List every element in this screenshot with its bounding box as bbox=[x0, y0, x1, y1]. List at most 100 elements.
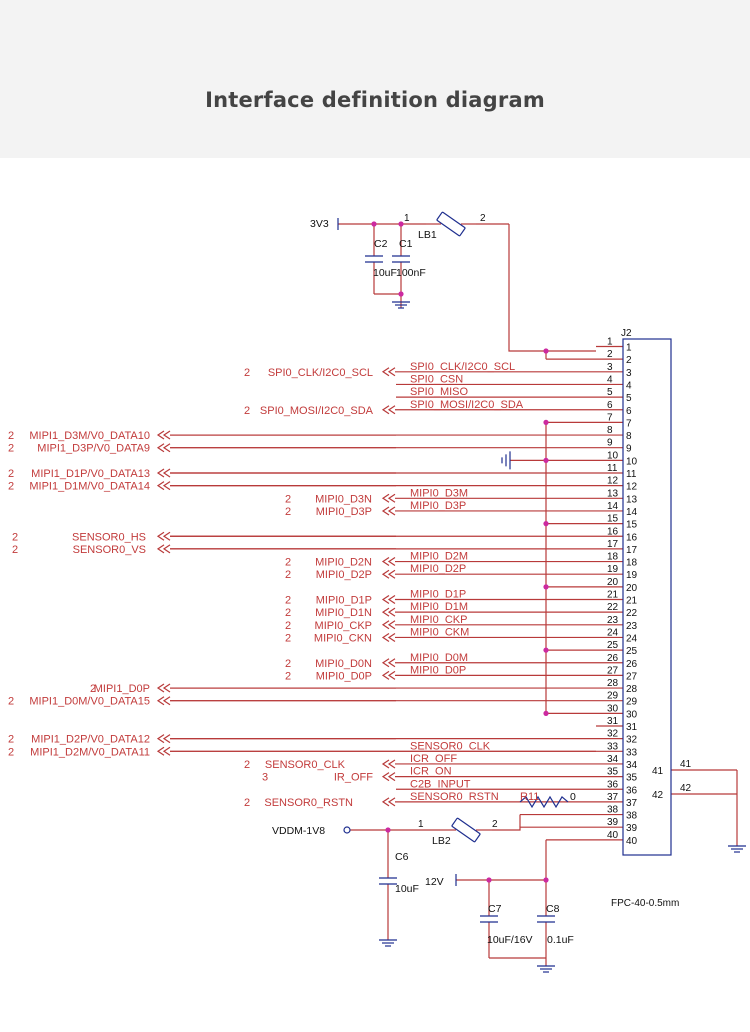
offpage-arrow bbox=[387, 632, 396, 642]
offpage-label: MIPI1_D1P/V0_DATA13 bbox=[31, 468, 150, 480]
net-label: MIPI0_D3M bbox=[410, 487, 468, 499]
labels: J2FPC-40-0.5mm112233SPI0_CLK/I2C0_SCL44S… bbox=[8, 213, 692, 946]
pin-number: 25 bbox=[607, 640, 619, 651]
pin-number: 12 bbox=[607, 476, 619, 487]
net-label: SPI0_MISO bbox=[410, 386, 469, 398]
offpage-label: SENSOR0_HS bbox=[72, 531, 146, 543]
connector-package: FPC-40-0.5mm bbox=[611, 898, 679, 909]
offpage-arrow bbox=[387, 557, 396, 567]
offpage-arrow bbox=[381, 797, 390, 807]
pin-number: 1 bbox=[607, 337, 613, 348]
resistor-r11 bbox=[519, 795, 569, 809]
junction-dot bbox=[543, 521, 549, 527]
offpage-sheet: 2 bbox=[244, 759, 250, 771]
pin-number-inner: 20 bbox=[626, 583, 638, 594]
pin-number-inner: 31 bbox=[626, 722, 638, 733]
net-label: C2B_INPUT bbox=[410, 778, 471, 790]
power-vddm: VDDM-1V8 bbox=[272, 825, 325, 837]
pin-number-inner: 25 bbox=[626, 646, 638, 657]
offpage-arrow bbox=[162, 481, 171, 491]
offpage-arrow bbox=[162, 443, 171, 453]
pin-number: 20 bbox=[607, 577, 619, 588]
pin-number-inner: 22 bbox=[626, 608, 638, 619]
pin-number: 5 bbox=[607, 387, 613, 398]
pin-number-inner: 1 bbox=[626, 343, 632, 354]
lb1-ref: LB1 bbox=[418, 229, 437, 241]
offpage-label: SENSOR0_CLK bbox=[265, 759, 346, 771]
pin-number-inner: 3 bbox=[626, 368, 632, 379]
offpage-label: MIPI0_CKP bbox=[315, 620, 372, 632]
pin-number: 19 bbox=[607, 564, 619, 575]
pin-number: 7 bbox=[607, 412, 613, 423]
pin-number-inner: 5 bbox=[626, 393, 632, 404]
offpage-sheet: 2 bbox=[8, 696, 14, 708]
pin-number-inner: 29 bbox=[626, 697, 638, 708]
offpage-label: MIPI0_D3P bbox=[316, 506, 372, 518]
offpage-arrow bbox=[387, 595, 396, 604]
page-title: Interface definition diagram bbox=[205, 88, 545, 112]
offpage-arrow bbox=[162, 696, 171, 706]
net-label: MIPI0_CKP bbox=[410, 614, 467, 626]
offpage-arrow bbox=[387, 620, 396, 630]
junction-dot bbox=[398, 291, 404, 297]
offpage-arrow bbox=[156, 531, 165, 541]
components bbox=[337, 211, 746, 973]
offpage-arrow bbox=[156, 746, 165, 756]
offpage-arrow bbox=[156, 481, 165, 491]
wires bbox=[156, 223, 738, 966]
offpage-arrow bbox=[156, 696, 165, 706]
offpage-sheet: 2 bbox=[244, 405, 250, 417]
junction-dot bbox=[371, 221, 377, 227]
offpage-arrow bbox=[156, 683, 165, 693]
net-label: MIPI0_CKM bbox=[410, 626, 469, 638]
offpage-arrow bbox=[387, 772, 396, 782]
offpage-sheet: 2 bbox=[90, 683, 96, 695]
pin-number-inner: 9 bbox=[626, 444, 632, 455]
offpage-label: MIPI0_D1N bbox=[315, 607, 372, 619]
pin-number-inner: 2 bbox=[626, 355, 632, 366]
offpage-arrow bbox=[387, 670, 396, 680]
offpage-sheet: 2 bbox=[8, 481, 14, 493]
pin-number-inner: 7 bbox=[626, 418, 632, 429]
offpage-sheet: 2 bbox=[8, 468, 14, 480]
junction-dot bbox=[543, 348, 549, 354]
pin-number-inner: 27 bbox=[626, 671, 638, 682]
connector-ref: J2 bbox=[621, 328, 632, 339]
offpage-label: MIPI1_D2P/V0_DATA12 bbox=[31, 734, 150, 746]
power-12v: 12V bbox=[425, 876, 444, 888]
pin-number-inner: 35 bbox=[626, 773, 638, 784]
pin-number: 31 bbox=[607, 716, 619, 727]
offpage-label: MIPI1_D0M/V0_DATA15 bbox=[29, 696, 150, 708]
ferrite-lb1 bbox=[436, 211, 466, 237]
offpage-label: MIPI0_D2P bbox=[316, 569, 372, 581]
offpage-arrow bbox=[381, 405, 390, 415]
lb1-pin2: 2 bbox=[480, 213, 486, 224]
net-label: SPI0_CSN bbox=[410, 373, 463, 385]
pin-number: 33 bbox=[607, 741, 619, 752]
offpage-arrow bbox=[381, 632, 390, 642]
offpage-arrow bbox=[156, 544, 165, 554]
offpage-arrow bbox=[387, 405, 396, 415]
pin-number-inner: 40 bbox=[626, 836, 638, 847]
pin-number: 30 bbox=[607, 703, 619, 714]
pin-number-inner: 6 bbox=[626, 406, 632, 417]
net-label: ICR_ON bbox=[410, 766, 452, 778]
offpage-arrow bbox=[162, 544, 171, 554]
pin-number: 8 bbox=[607, 425, 613, 436]
offpage-sheet: 2 bbox=[285, 670, 291, 682]
offpage-arrow bbox=[381, 607, 390, 617]
pin-number-inner: 26 bbox=[626, 659, 638, 670]
offpage-label: MIPI1_D0P bbox=[94, 683, 150, 695]
pin-number: 2 bbox=[607, 349, 613, 360]
offpage-label: MIPI1_D2M/V0_DATA11 bbox=[30, 746, 150, 758]
offpage-sheet: 2 bbox=[285, 506, 291, 518]
c6-ref: C6 bbox=[395, 851, 409, 863]
offpage-arrow bbox=[381, 620, 390, 630]
pin-number: 10 bbox=[607, 450, 619, 461]
net-label: MIPI0_D3P bbox=[410, 500, 466, 512]
junction-dot bbox=[543, 584, 549, 590]
pin-number-inner: 4 bbox=[626, 380, 632, 391]
net-label: MIPI0_D2P bbox=[410, 563, 466, 575]
offpage-sheet: 2 bbox=[8, 430, 14, 442]
connector-j2-body bbox=[622, 338, 672, 856]
